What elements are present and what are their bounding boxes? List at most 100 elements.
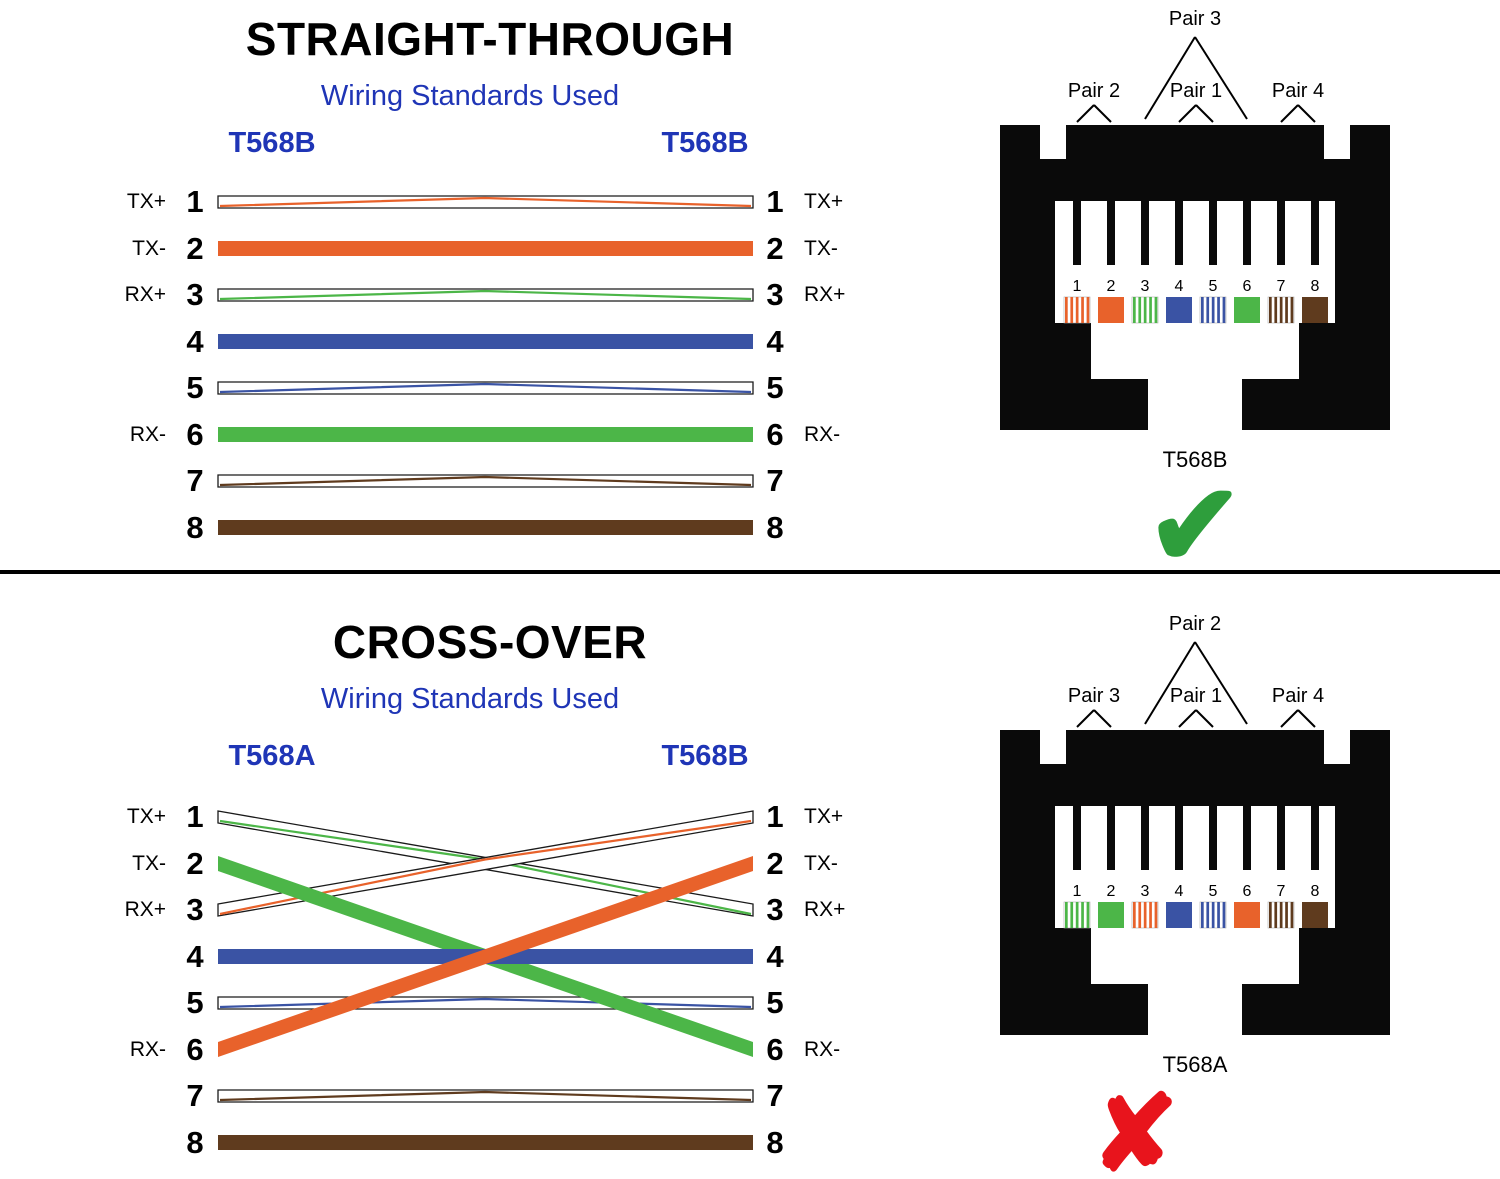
- pair-label: Pair 4: [1272, 80, 1324, 102]
- wire-white-orange: [217, 195, 754, 209]
- connector-pin-number-5: 5: [1209, 278, 1218, 295]
- pin-bar-1: [1073, 806, 1081, 870]
- pair-label: Pair 4: [1272, 685, 1324, 707]
- pin-number-right-1: 1: [766, 184, 784, 219]
- pin-number-left-7: 7: [186, 463, 204, 498]
- pin-bar-3: [1141, 201, 1149, 265]
- pin-bar-6: [1243, 806, 1251, 870]
- pin-bar-8: [1311, 201, 1319, 265]
- connector-pin-number-8: 8: [1311, 883, 1320, 900]
- pin-color-swatch-8: [1302, 902, 1328, 928]
- connector-pin-number-6: 6: [1243, 278, 1252, 295]
- pin-label-left-7: [92, 1082, 166, 1110]
- pin-color-swatch-2: [1098, 297, 1124, 323]
- connector-standard-label: T568A: [1163, 1052, 1228, 1077]
- pin-label-right-1: TX+: [804, 190, 844, 213]
- wiring-diagram-svg: [217, 810, 754, 1150]
- connector-pin-number-2: 2: [1107, 278, 1116, 295]
- pin-label-right-1: TX+: [804, 805, 844, 828]
- wire-white-orange: [217, 810, 754, 917]
- pin-color-swatch-6: [1234, 297, 1260, 323]
- connector-pin-number-8: 8: [1311, 278, 1320, 295]
- connector-pin-number-1: 1: [1073, 278, 1082, 295]
- pin-number-right-3: 3: [766, 277, 784, 312]
- pin-number-right-4: 4: [766, 938, 784, 974]
- pin-number-right-3: 3: [766, 892, 784, 927]
- pin-bar-7: [1277, 201, 1285, 265]
- section-divider: [0, 570, 1500, 574]
- pin-label-left-6: RX-: [129, 1037, 166, 1061]
- pin-label-right-2: TX-: [804, 236, 838, 260]
- pin-number-left-3: 3: [186, 892, 204, 927]
- wire-blue: [218, 334, 753, 349]
- left-standard-label: T568A: [228, 740, 316, 772]
- connector-pin-number-4: 4: [1175, 278, 1184, 295]
- pin-label-left-3: RX+: [124, 283, 166, 306]
- pin-number-left-8: 8: [186, 509, 204, 545]
- pin-number-left-4: 4: [186, 938, 204, 974]
- wire-stripe: [219, 1090, 752, 1102]
- pin-number-right-7: 7: [766, 1078, 784, 1113]
- pin-number-left-4: 4: [186, 323, 204, 359]
- pin-bar-2: [1107, 806, 1115, 870]
- pin-bar-2: [1107, 201, 1115, 265]
- pin-number-left-6: 6: [186, 416, 204, 452]
- pin-label-right-8: [804, 1129, 878, 1157]
- pin-color-swatch-2: [1098, 902, 1124, 928]
- connector-pin-number-3: 3: [1141, 883, 1150, 900]
- pin-number-left-5: 5: [186, 985, 204, 1020]
- section-title: STRAIGHT-THROUGH: [245, 13, 735, 65]
- pin-number-left-2: 2: [186, 845, 204, 881]
- wire-brown: [218, 520, 753, 535]
- pin-label-right-4: [804, 943, 878, 971]
- pin-bar-4: [1175, 201, 1183, 265]
- pair-label: Pair 1: [1170, 685, 1222, 707]
- pin-number-left-6: 6: [186, 1031, 204, 1067]
- pin-bar-6: [1243, 201, 1251, 265]
- pin-number-left-7: 7: [186, 1078, 204, 1113]
- pair-label: Pair 3: [1068, 685, 1120, 707]
- check-icon: ✔: [1147, 462, 1243, 590]
- pin-bar-7: [1277, 806, 1285, 870]
- pin-label-left-2: TX-: [132, 851, 166, 875]
- pin-bar-4: [1175, 806, 1183, 870]
- pin-number-right-5: 5: [766, 370, 784, 405]
- pin-color-swatch-4: [1166, 902, 1192, 928]
- connector-pin-number-7: 7: [1277, 883, 1286, 900]
- pin-number-right-4: 4: [766, 323, 784, 359]
- pin-number-right-2: 2: [766, 230, 784, 266]
- wire-white-brown: [217, 1089, 754, 1103]
- pin-label-right-5: [804, 989, 878, 1017]
- pin-bar-8: [1311, 806, 1319, 870]
- left-standard-label: T568B: [228, 127, 316, 159]
- pin-label-right-6: RX-: [804, 1037, 841, 1061]
- connector-pin-number-2: 2: [1107, 883, 1116, 900]
- wire-white-blue: [217, 381, 754, 395]
- pin-label-right-6: RX-: [804, 422, 841, 446]
- pin-label-left-4: [92, 943, 166, 971]
- pin-number-left-1: 1: [186, 184, 204, 219]
- pin-bar-1: [1073, 201, 1081, 265]
- connector-pin-number-5: 5: [1209, 883, 1218, 900]
- wiring-standards-subtitle: Wiring Standards Used: [320, 80, 620, 112]
- connector-pin-number-7: 7: [1277, 278, 1286, 295]
- pin-number-right-7: 7: [766, 463, 784, 498]
- pin-label-left-1: TX+: [126, 805, 166, 828]
- pin-number-right-8: 8: [766, 1124, 784, 1160]
- wiring-standards-subtitle: Wiring Standards Used: [320, 683, 620, 715]
- pin-number-right-6: 6: [766, 1031, 784, 1067]
- pin-number-left-8: 8: [186, 1124, 204, 1160]
- pin-label-right-7: [804, 1082, 878, 1110]
- connector-standard-label: T568B: [1163, 447, 1228, 472]
- pin-number-right-1: 1: [766, 799, 784, 834]
- pair-label: Pair 1: [1170, 80, 1222, 102]
- pin-label-left-1: TX+: [126, 190, 166, 213]
- pin-label-right-2: TX-: [804, 851, 838, 875]
- wire-green: [218, 427, 753, 442]
- wire-stripe: [219, 475, 752, 487]
- wire-stripe: [219, 196, 752, 208]
- pin-label-right-3: RX+: [804, 283, 846, 306]
